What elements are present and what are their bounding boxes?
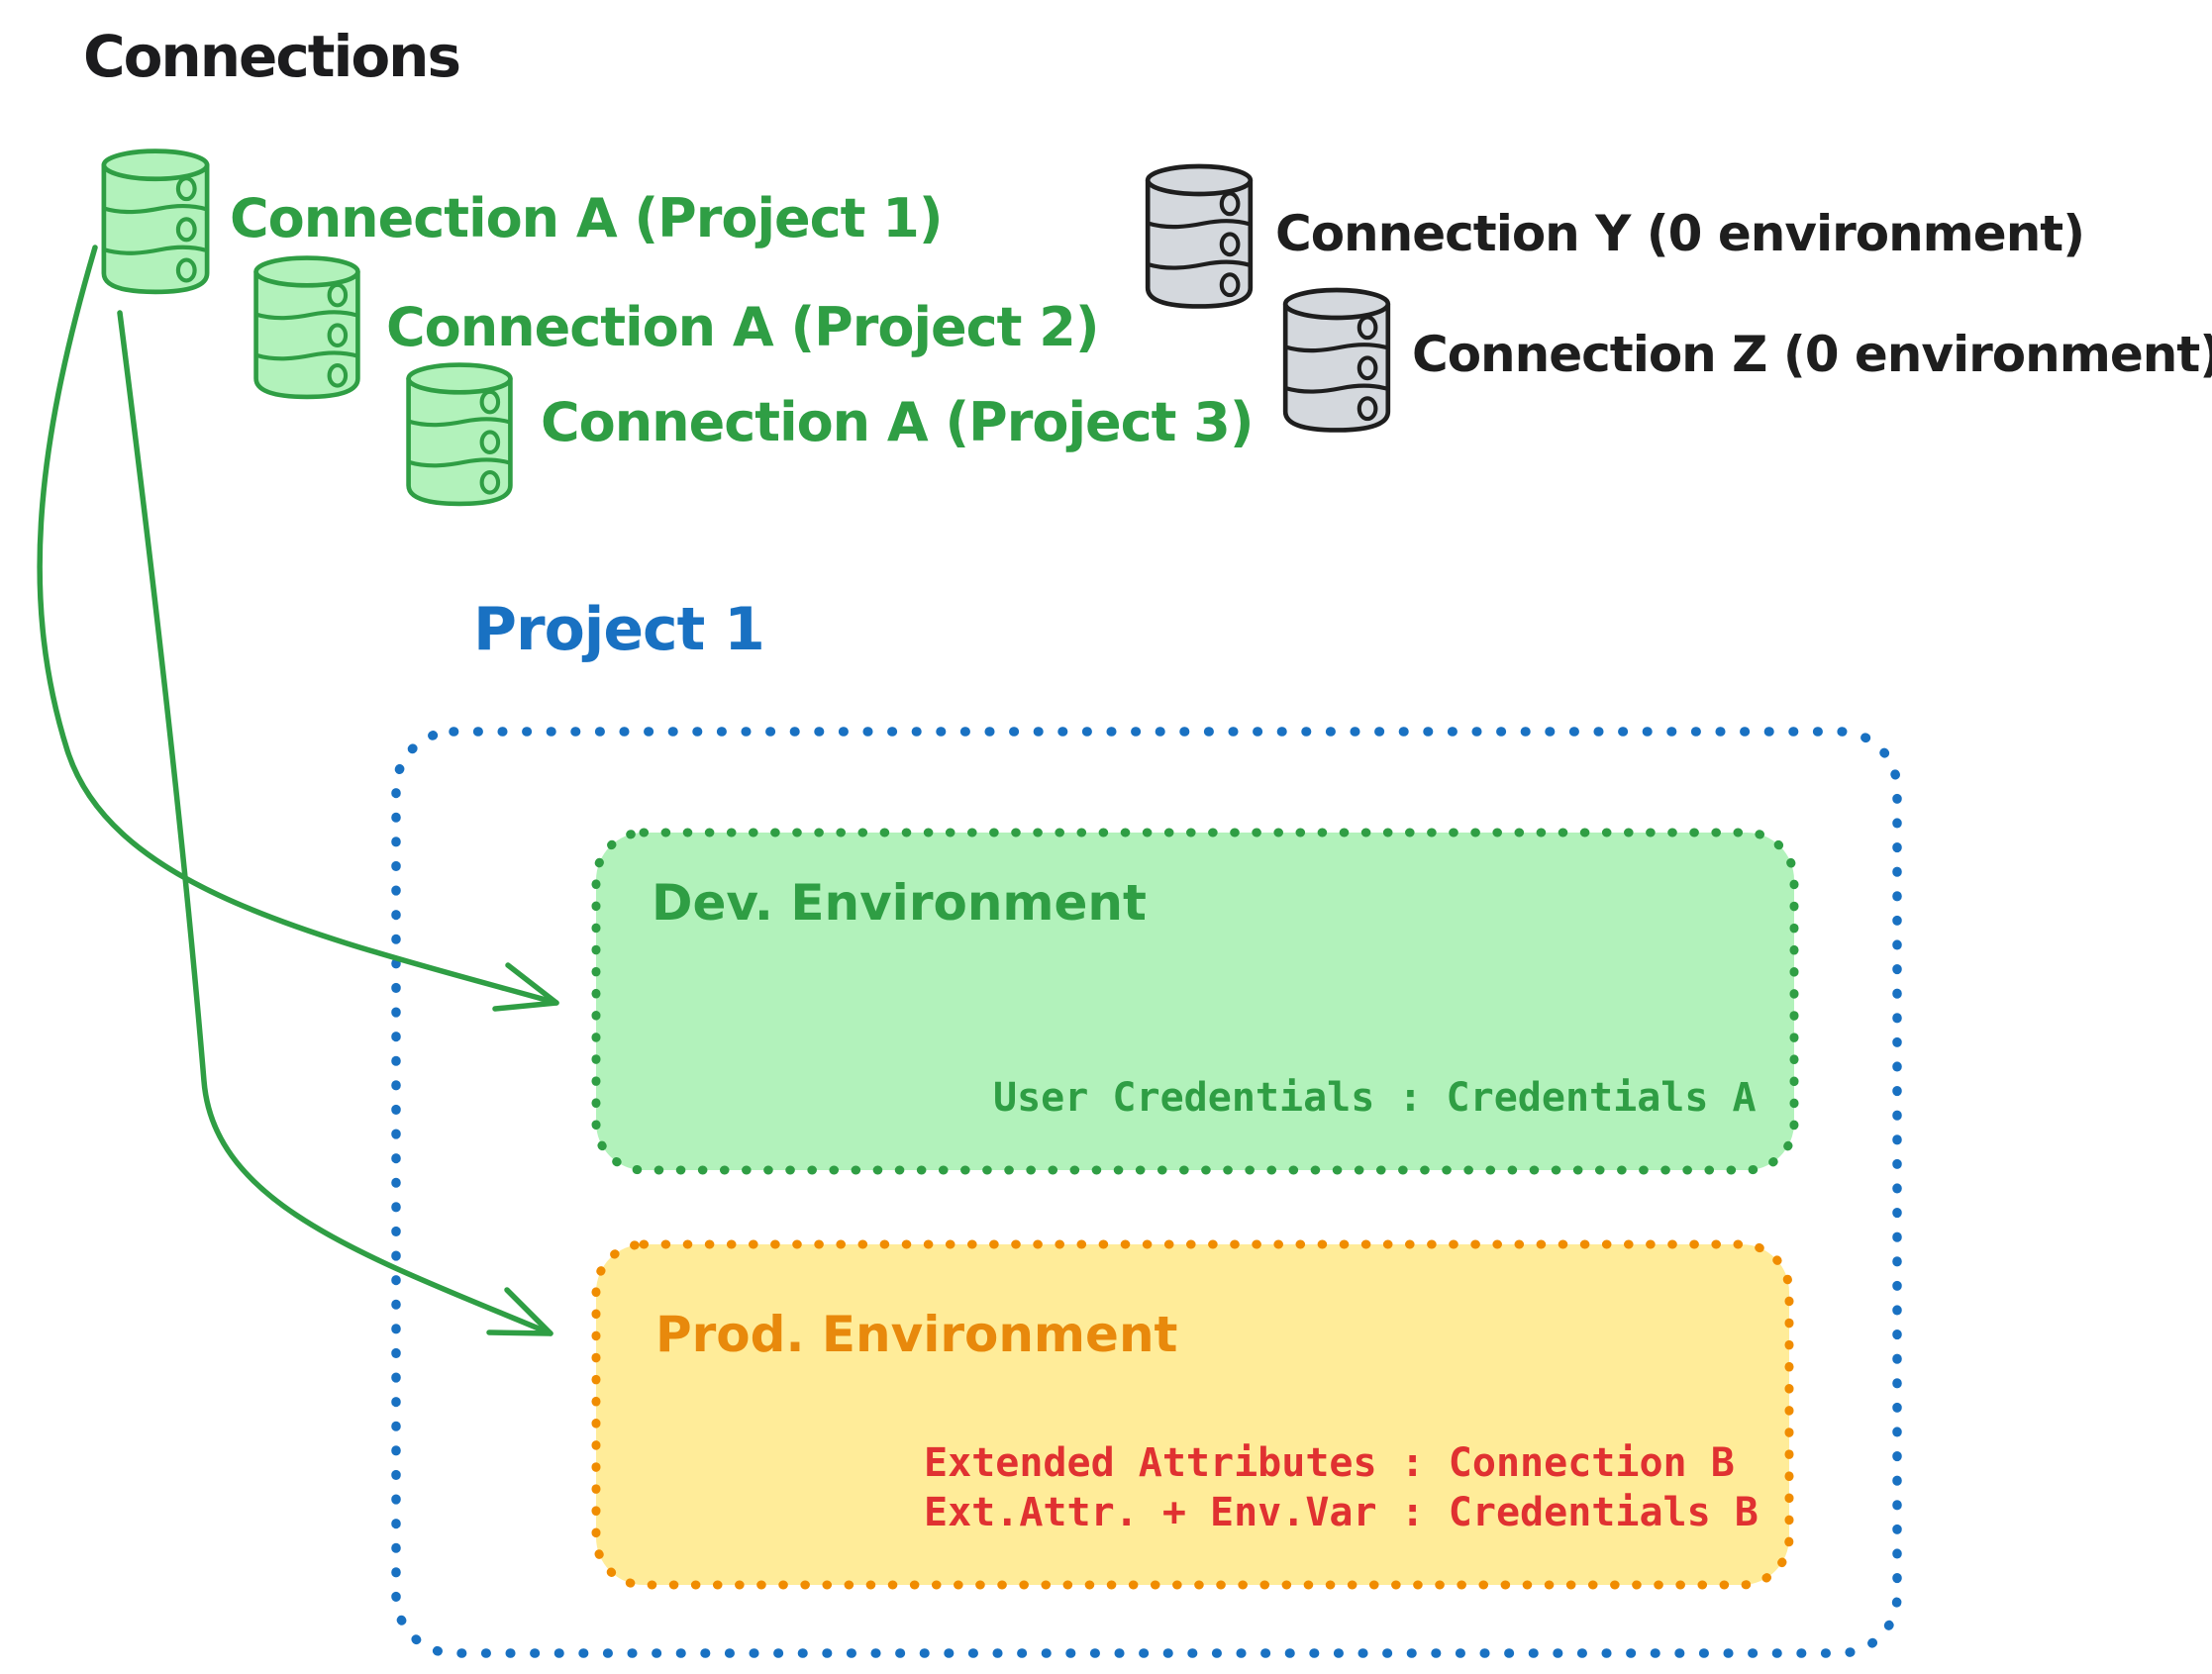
- connection-a-project-3-label: Connection A (Project 3): [541, 391, 1255, 453]
- arrow-connection-a-to-prod: [117, 310, 553, 1336]
- dev-environment-box: [591, 828, 1799, 1175]
- connection-z-label: Connection Z (0 environment): [1412, 326, 2212, 383]
- prod-environment-mapping-ext-attr-env-var: Ext.Attr. + Env.Var : Credentials B: [924, 1490, 1759, 1535]
- prod-environment-box: [591, 1239, 1794, 1590]
- dev-environment-credentials-mapping: User Credentials : Credentials A: [993, 1075, 1757, 1121]
- prod-environment-title: Prod. Environment: [655, 1306, 1178, 1363]
- project-1-title: Project 1: [473, 595, 765, 664]
- connection-y-label: Connection Y (0 environment): [1275, 205, 2085, 262]
- project-1-container-box: [391, 727, 1902, 1658]
- database-cylinder-icon-connection-z: [1285, 290, 1388, 430]
- dev-environment-title: Dev. Environment: [652, 874, 1147, 932]
- database-cylinder-icon-connection-a-project-2: [256, 258, 358, 397]
- prod-environment-mapping-extended-attributes: Extended Attributes : Connection B: [924, 1440, 1735, 1486]
- database-cylinder-icon-connection-a-project-1: [104, 151, 207, 292]
- arrowhead-icon: [492, 962, 559, 1012]
- database-cylinder-icon-connection-a-project-3: [409, 365, 511, 504]
- arrowhead-icon: [486, 1287, 553, 1336]
- diagram-title: Connections: [83, 23, 461, 90]
- arrow-connection-a-to-dev: [37, 245, 559, 1012]
- connection-a-project-1-label: Connection A (Project 1): [230, 187, 944, 249]
- database-cylinder-icon-connection-y: [1148, 166, 1251, 306]
- connection-a-project-2-label: Connection A (Project 2): [386, 296, 1100, 358]
